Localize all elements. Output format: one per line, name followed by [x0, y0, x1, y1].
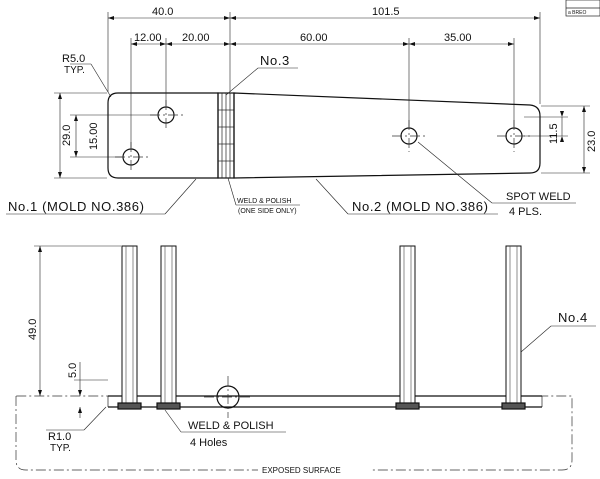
pin-3 — [395, 245, 420, 410]
base-hole — [204, 376, 252, 418]
dim-15: 15.00 — [88, 122, 100, 150]
dim-40: 40.0 — [152, 6, 173, 18]
svg-text:TYP.: TYP. — [50, 443, 71, 454]
radius-note-top: R5.0 TYP. — [62, 53, 112, 98]
pin-1 — [117, 245, 142, 410]
part-2-label: No.2 (MOLD NO.386) — [315, 178, 498, 215]
dim-11-5: 11.5 — [548, 123, 560, 144]
base-surface — [15, 395, 573, 471]
svg-text:WELD & POLISH: WELD & POLISH — [237, 198, 291, 205]
weld-note-top: WELD & POLISH (ONE SIDE ONLY) — [227, 177, 300, 215]
part-3-strip — [217, 92, 235, 179]
pin-4 — [501, 245, 526, 410]
dimension-holes: 12.00 20.00 60.00 35.00 — [130, 32, 515, 148]
svg-text:4 Holes: 4 Holes — [190, 437, 228, 449]
svg-text:No.4: No.4 — [558, 310, 588, 325]
radius-note-bottom: R1.0 TYP. — [46, 406, 107, 454]
pin-2 — [156, 245, 181, 410]
exposed-surface-label: EXPOSED SURFACE — [258, 463, 370, 475]
svg-text:(ONE SIDE ONLY): (ONE SIDE ONLY) — [238, 208, 297, 215]
part-1-label: No.1 (MOLD NO.386) — [6, 178, 197, 215]
side-view: 49.0 5.0 R1.0 TYP. No.4 WELD — [15, 245, 596, 475]
svg-text:R5.0: R5.0 — [62, 53, 85, 65]
top-view: 40.0 101.5 12.00 20.00 60.00 35.00 — [6, 6, 598, 218]
dim-5: 5.0 — [67, 363, 79, 378]
svg-text:WELD & POLISH: WELD & POLISH — [188, 420, 274, 432]
dim-23: 23.0 — [586, 131, 598, 152]
dimension-pin-height: 49.0 — [27, 245, 121, 396]
title-block-fragment: a BREO — [565, 0, 600, 17]
dim-35: 35.00 — [444, 32, 472, 44]
dim-12: 12.00 — [134, 32, 162, 44]
dimension-overall: 40.0 101.5 — [107, 6, 541, 104]
part-1-outline — [107, 92, 219, 179]
item-3-label: No.3 — [225, 53, 298, 96]
spot-weld-label: SPOT WELD 4 PLS. — [417, 141, 576, 218]
svg-text:R1.0: R1.0 — [48, 431, 71, 443]
item-4-label: No.4 — [520, 310, 596, 353]
svg-text:EXPOSED SURFACE: EXPOSED SURFACE — [262, 466, 341, 475]
svg-text:No.2 (MOLD NO.386): No.2 (MOLD NO.386) — [352, 199, 489, 214]
dim-49: 49.0 — [27, 319, 39, 340]
dimension-base-gap: 5.0 — [67, 362, 108, 418]
dimension-right-heights: 11.5 23.0 — [524, 105, 598, 174]
svg-text:a BREO: a BREO — [568, 10, 586, 16]
dimension-left-heights: 29.0 15.00 — [54, 92, 157, 179]
svg-text:TYP.: TYP. — [64, 65, 85, 76]
svg-text:4 PLS.: 4 PLS. — [509, 206, 542, 218]
dim-29: 29.0 — [61, 125, 73, 146]
svg-text:SPOT WELD: SPOT WELD — [506, 191, 571, 203]
part-2-outline — [233, 92, 541, 179]
weld-note-bottom: WELD & POLISH 4 Holes — [164, 409, 286, 449]
dim-101-5: 101.5 — [372, 6, 400, 18]
dim-20: 20.00 — [182, 32, 210, 44]
svg-text:No.3: No.3 — [260, 53, 290, 68]
svg-text:No.1 (MOLD NO.386): No.1 (MOLD NO.386) — [8, 199, 145, 214]
dim-60: 60.00 — [300, 32, 328, 44]
